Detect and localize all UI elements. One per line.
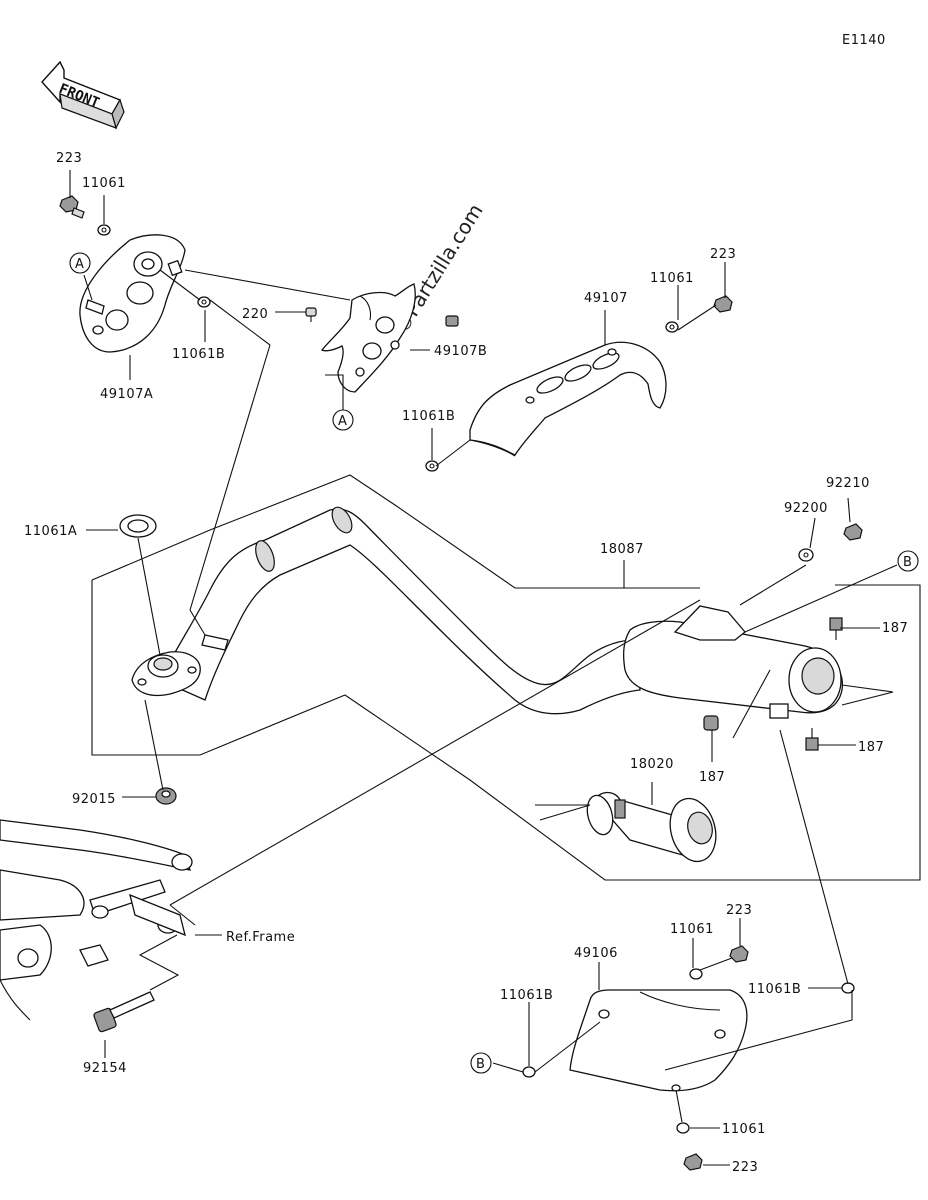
label-11061b-left: 11061B	[172, 347, 225, 362]
label-49107a: 49107A	[100, 387, 153, 402]
label-11061-top: 11061	[82, 176, 126, 191]
spark-arrester-18020[interactable]	[583, 791, 722, 867]
bolt-92154[interactable]	[93, 991, 155, 1033]
label-11061-bot: 11061	[722, 1122, 766, 1137]
part-labels: 223 11061 49107A 11061B 220 49107B 49107…	[24, 151, 908, 1175]
label-49107b: 49107B	[434, 344, 487, 359]
screw-220[interactable]	[305, 307, 317, 322]
label-92015: 92015	[72, 792, 116, 807]
label-49106: 49106	[574, 946, 618, 961]
bolt-187-a[interactable]	[829, 617, 843, 640]
label-ref-frame: Ref.Frame	[226, 930, 295, 945]
svg-text:A: A	[338, 414, 347, 429]
label-49107: 49107	[584, 291, 628, 306]
label-18087: 18087	[600, 542, 644, 557]
label-223-top: 223	[56, 151, 82, 166]
leader-lines	[69, 170, 921, 1166]
nut-92210[interactable]	[843, 523, 863, 541]
washer-92200[interactable]	[798, 548, 814, 562]
bolt-223-low[interactable]	[729, 945, 749, 963]
label-92154: 92154	[83, 1061, 127, 1076]
callout-b-right: B	[897, 550, 919, 572]
bolt-small-49107b[interactable]	[445, 315, 459, 327]
heat-guard-49107b[interactable]	[320, 283, 416, 393]
label-187-b: 187	[858, 740, 884, 755]
exhaust-pipe-18087[interactable]	[131, 504, 843, 719]
washer-11061-mid[interactable]	[665, 321, 679, 333]
callout-a-mid: A	[332, 409, 354, 431]
washer-11061-bot[interactable]	[676, 1122, 690, 1134]
label-187-a: 187	[882, 621, 908, 636]
label-18020: 18020	[630, 757, 674, 772]
label-11061a: 11061A	[24, 524, 77, 539]
label-220: 220	[242, 307, 268, 322]
label-11061b-right: 11061B	[748, 982, 801, 997]
label-92200: 92200	[784, 501, 828, 516]
gasket-11061a[interactable]	[119, 514, 157, 538]
bolt-187-c[interactable]	[805, 728, 819, 751]
label-223-mid: 223	[710, 247, 736, 262]
front-arrow-icon: FRONT	[41, 60, 125, 130]
label-11061b-mid: 11061B	[402, 409, 455, 424]
label-11061-low: 11061	[670, 922, 714, 937]
label-223-bot: 223	[732, 1160, 758, 1175]
washer-11061-low[interactable]	[689, 968, 703, 980]
heat-guard-49107a[interactable]	[79, 234, 186, 353]
washer-11061-top[interactable]	[97, 224, 111, 236]
label-11061b-low: 11061B	[500, 988, 553, 1003]
washer-11061b-low[interactable]	[522, 1066, 536, 1078]
svg-text:B: B	[476, 1057, 485, 1072]
nut-92015[interactable]	[155, 787, 177, 805]
callout-a-left: A	[69, 252, 91, 274]
diagram-code: E1140	[842, 33, 886, 48]
label-92210: 92210	[826, 476, 870, 491]
washer-11061b-mid[interactable]	[425, 460, 439, 472]
frame-reference	[0, 819, 193, 1021]
bolt-223-mid[interactable]	[713, 295, 733, 313]
callout-b-low: B	[470, 1052, 492, 1074]
bolt-223-bot[interactable]	[683, 1153, 703, 1171]
heat-guard-49106[interactable]	[569, 989, 748, 1092]
bolt-223-top[interactable]	[59, 195, 85, 219]
svg-text:A: A	[75, 257, 84, 272]
label-223-low: 223	[726, 903, 752, 918]
washer-11061b-left[interactable]	[197, 296, 211, 308]
label-11061-mid: 11061	[650, 271, 694, 286]
label-187-c: 187	[699, 770, 725, 785]
bolt-187-b[interactable]	[703, 715, 719, 731]
heat-guard-49107[interactable]	[469, 341, 667, 457]
svg-text:B: B	[903, 555, 912, 570]
